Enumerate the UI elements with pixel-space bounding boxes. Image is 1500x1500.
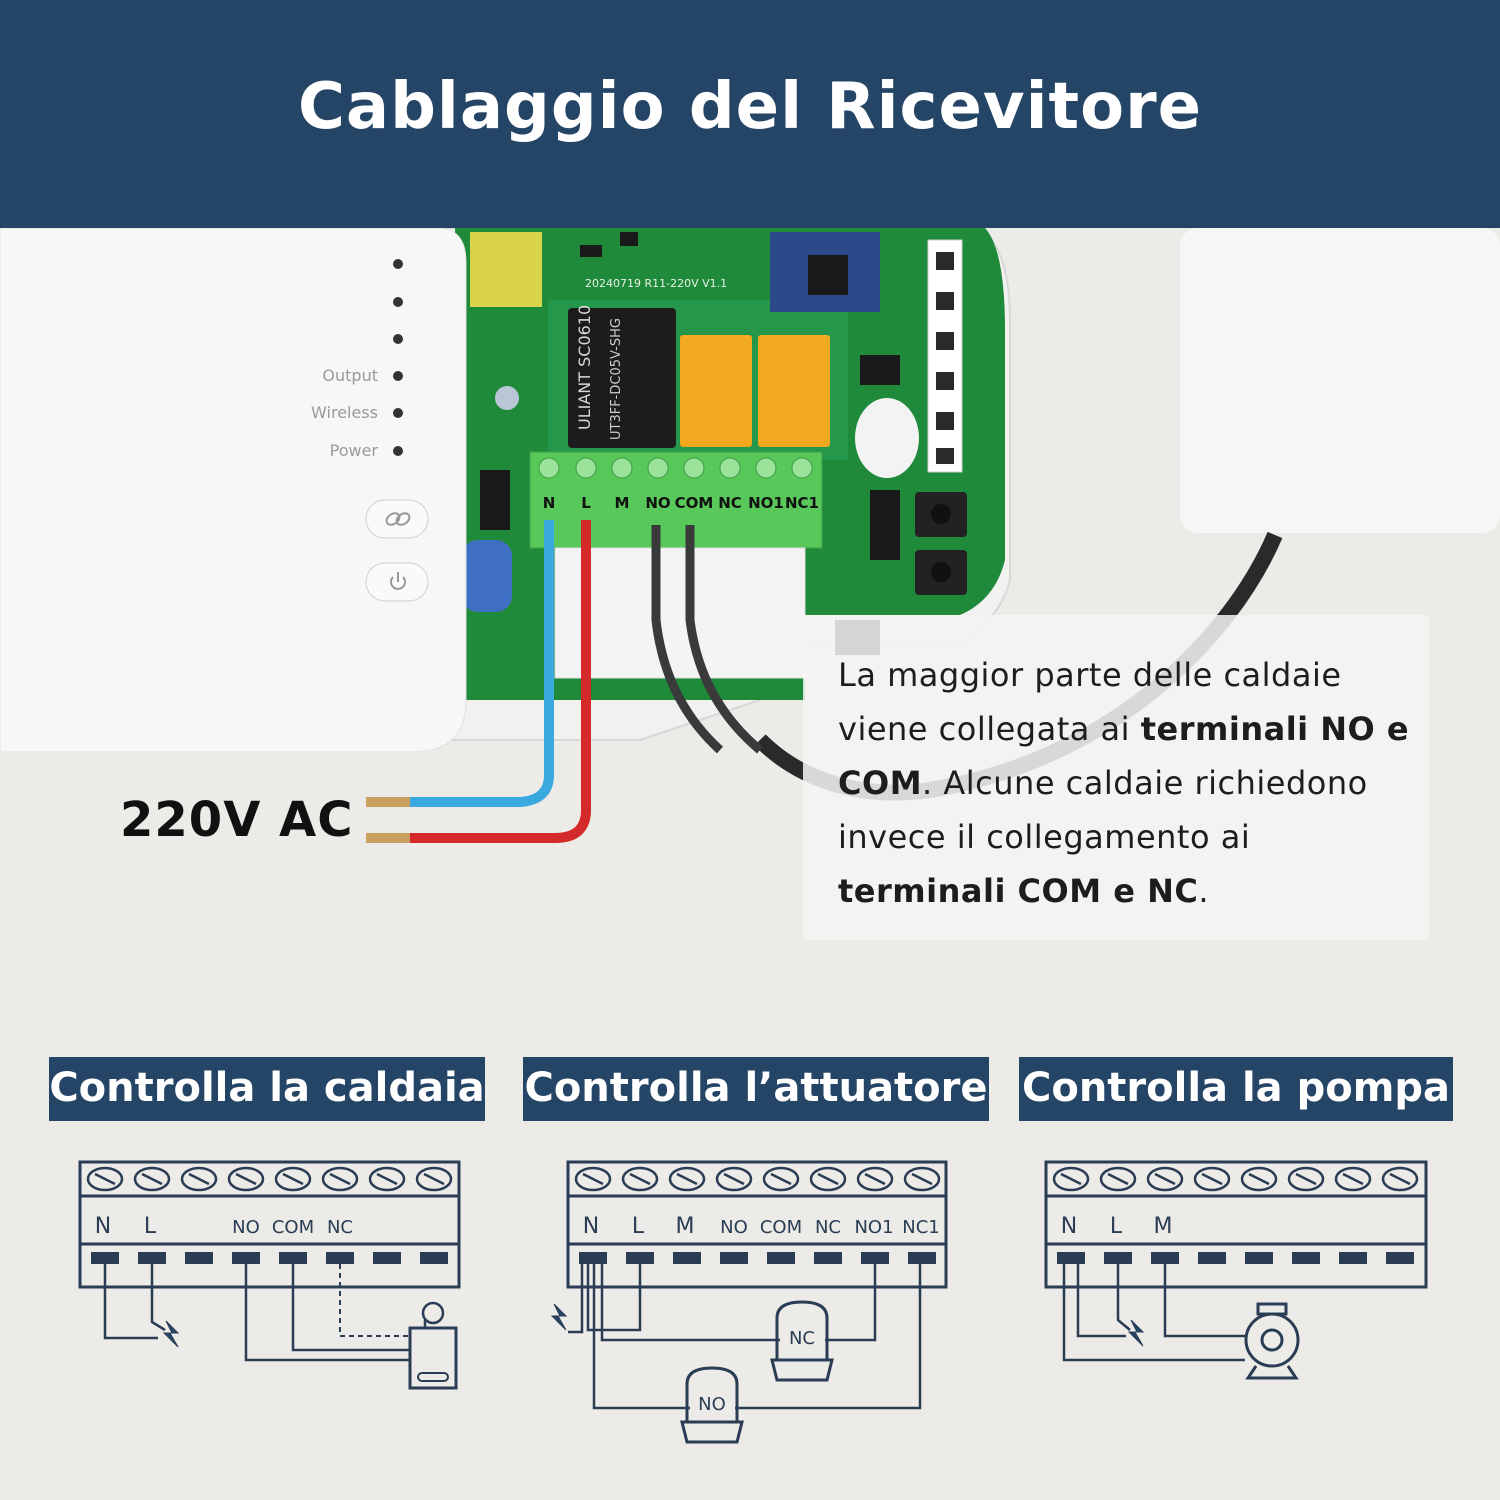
relay-black [568,308,676,448]
pump-label-m: M [1154,1214,1173,1239]
boiler-icon [408,1326,458,1390]
actuator-no-label: NO [698,1394,726,1415]
actuator-label-nc: NC [815,1217,841,1238]
panel-title-actuator: Controlla l’attuatore [523,1057,989,1121]
svg-text:UT3FF-DC05V-SHG: UT3FF-DC05V-SHG [609,318,624,440]
pcb-version-text: 20240719 R11-220V V1.1 [585,277,727,290]
transformer [470,232,542,307]
actuator-label-no: NO [720,1217,748,1238]
boiler-label-n: N [95,1214,111,1239]
terminal-label: N [543,494,556,512]
note-box [803,615,1429,940]
actuator-nc-label: NC [789,1328,815,1349]
note-text: La maggior parte delle caldaie viene col… [838,656,1410,910]
diagram-pump [1044,1160,1428,1380]
actuator-label-n: N [583,1214,599,1239]
case-cover-piece [1180,228,1500,533]
actuator-no-icon [680,1366,744,1444]
terminal-label: COM [675,494,714,512]
boiler-label-com: COM [272,1217,314,1238]
led-label-output: Output [322,366,378,385]
wire-neutral [408,520,554,807]
led-label-wireless: Wireless [311,403,378,422]
voltage-label: 220V AC [120,792,354,848]
terminal-label: NC1 [785,494,819,512]
boiler-label-l: L [144,1214,157,1239]
relay-orange-2 [758,335,830,447]
terminal-label: NC [718,494,742,512]
link-icon [385,512,411,526]
wiring-diagrams: N L NO COM NC N L M [78,1160,1428,1444]
actuator-label-nc1: NC1 [902,1217,940,1238]
pump-label-l: L [1110,1214,1123,1239]
relay-orange-1 [680,335,752,447]
terminal-label: NO [645,494,670,512]
diagram-actuator [551,1160,948,1444]
receiver-wiring-photo: ULIANT SC0610 UT3FF-DC05V-SHG 20240719 R… [0,228,1500,1058]
capacitor [462,540,512,612]
header-banner: Cablaggio del Ricevitore [0,0,1500,228]
pump-label-n: N [1061,1214,1077,1239]
terminal-label: NO1 [748,494,784,512]
boiler-label-no: NO [232,1217,260,1238]
terminal-label: M [615,494,630,512]
pump-icon [1244,1302,1300,1380]
actuator-label-m: M [676,1214,695,1239]
led-label-power: Power [330,441,379,460]
receiver-cover [0,228,467,753]
actuator-nc-icon [770,1300,834,1382]
page-title: Cablaggio del Ricevitore [297,70,1203,144]
actuator-label-l: L [632,1214,645,1239]
wire-no [651,525,724,754]
actuator-label-no1: NO1 [854,1217,893,1238]
boiler-label-nc: NC [327,1217,353,1238]
diagram-boiler [78,1160,461,1390]
actuator-label-com: COM [760,1217,802,1238]
panel-title-boiler: Controlla la caldaia [49,1057,485,1121]
power-icon [390,572,406,590]
svg-text:ULIANT SC0610: ULIANT SC0610 [575,305,594,430]
panel-title-pump: Controlla la pompa [1019,1057,1453,1121]
wire-com [685,525,763,754]
wire-live [408,520,591,843]
terminal-label: L [581,494,591,512]
